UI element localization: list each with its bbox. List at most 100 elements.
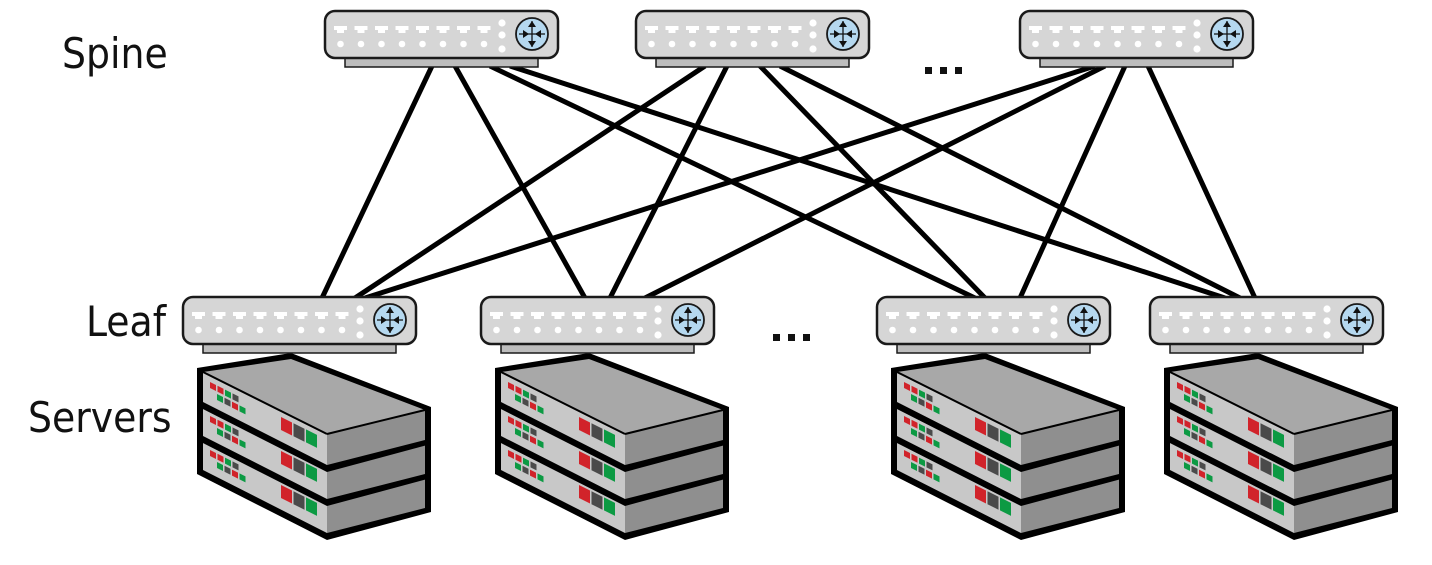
server-led	[239, 473, 246, 483]
port-led	[195, 326, 202, 334]
server-drive-bay	[281, 485, 292, 504]
server-drive-bay	[306, 463, 317, 482]
port-led	[1175, 40, 1183, 48]
leaf-switch-1	[181, 295, 418, 354]
port-led	[554, 326, 562, 334]
router-icon	[1340, 303, 1374, 337]
server-led	[537, 439, 544, 449]
link-spine-2-leaf-1	[353, 63, 707, 301]
ethernet-port-icon	[334, 26, 347, 33]
server-led	[918, 431, 925, 441]
server-led	[911, 453, 918, 463]
server-drive-bay	[591, 491, 603, 510]
port-led	[616, 326, 623, 334]
server-drive-bay	[604, 497, 615, 516]
server-led	[933, 405, 940, 415]
server-led	[926, 461, 933, 471]
port-led	[1073, 40, 1080, 48]
ethernet-port-icon	[315, 312, 328, 319]
status-led	[1323, 331, 1331, 339]
server-drive-bay	[987, 423, 999, 442]
server-led	[530, 393, 537, 403]
server-drive-bay	[1248, 451, 1259, 470]
server-led	[1184, 394, 1190, 403]
port-led	[513, 326, 521, 334]
port-led	[1093, 40, 1101, 48]
status-led	[809, 31, 817, 39]
server-drive-bay	[579, 485, 590, 504]
server-drive-bay	[975, 451, 986, 470]
port-led	[1182, 326, 1190, 334]
ethernet-port-icon	[768, 26, 781, 33]
router-icon	[373, 303, 407, 337]
server-drive-bay	[975, 417, 986, 436]
port-led	[1285, 326, 1292, 334]
ellipsis-dot	[803, 334, 810, 341]
ethernet-port-icon	[1009, 312, 1022, 319]
status-led	[654, 317, 662, 325]
status-led	[356, 331, 364, 339]
port-led	[668, 40, 676, 48]
server-drive-bay	[1248, 417, 1259, 436]
spine-switch-2	[634, 9, 871, 68]
port-led	[1155, 40, 1162, 48]
server-led	[1177, 382, 1183, 391]
server-led	[523, 423, 529, 433]
server-led	[217, 394, 223, 403]
port-led	[460, 40, 467, 48]
status-led	[1050, 317, 1058, 325]
server-drive-bay	[1260, 423, 1272, 442]
ethernet-port-icon	[1200, 312, 1213, 319]
server-led	[530, 461, 537, 471]
port-led	[1162, 326, 1169, 334]
ethernet-port-icon	[1241, 312, 1254, 319]
server-led	[919, 423, 925, 433]
port-led	[480, 40, 488, 48]
ethernet-port-icon	[1172, 26, 1186, 33]
server-led	[911, 394, 917, 403]
server-stack-leaf-3	[891, 353, 1125, 540]
server-drive-bay	[293, 423, 305, 442]
server-drive-bay	[987, 491, 999, 510]
port-led	[439, 40, 447, 48]
ethernet-port-icon	[1152, 26, 1165, 33]
ethernet-port-icon	[665, 26, 679, 33]
server-led	[926, 401, 932, 411]
server-led	[1199, 393, 1206, 403]
server-drive-bay	[975, 485, 986, 504]
server-led	[537, 405, 544, 415]
ellipsis-dot	[955, 67, 962, 74]
server-side	[625, 478, 723, 533]
server-drive-bay	[293, 457, 305, 476]
server-led	[918, 397, 925, 407]
port-led	[950, 326, 958, 334]
ethernet-port-icon	[747, 26, 761, 33]
ethernet-port-icon	[572, 312, 585, 319]
server-led	[1191, 431, 1198, 441]
link-spine-1-leaf-2	[452, 64, 588, 300]
port-led	[730, 40, 737, 48]
server-top	[897, 359, 1119, 434]
ethernet-port-icon	[531, 312, 544, 319]
links-layer	[319, 63, 1258, 301]
ethernet-port-icon	[1049, 26, 1063, 33]
server-led	[530, 427, 537, 437]
ethernet-port-icon	[592, 312, 606, 319]
server-led	[926, 435, 932, 445]
server-led	[217, 453, 224, 463]
server-led	[210, 382, 216, 391]
server-led	[1184, 428, 1190, 437]
server-drive-bay	[591, 457, 603, 476]
port-led	[889, 326, 896, 334]
leaf-switch-2	[479, 295, 716, 354]
leaf-ellipsis	[773, 334, 810, 341]
link-spine-2-leaf-2	[607, 64, 730, 300]
ethernet-port-icon	[988, 312, 1002, 319]
ethernet-port-icon	[1090, 26, 1104, 33]
ethernet-port-icon	[253, 312, 267, 319]
server-led	[530, 435, 536, 445]
leaf-switch-4	[1148, 295, 1385, 354]
server-drive-bay	[281, 417, 292, 436]
server-led	[210, 450, 216, 459]
spine-ellipsis	[925, 67, 962, 74]
